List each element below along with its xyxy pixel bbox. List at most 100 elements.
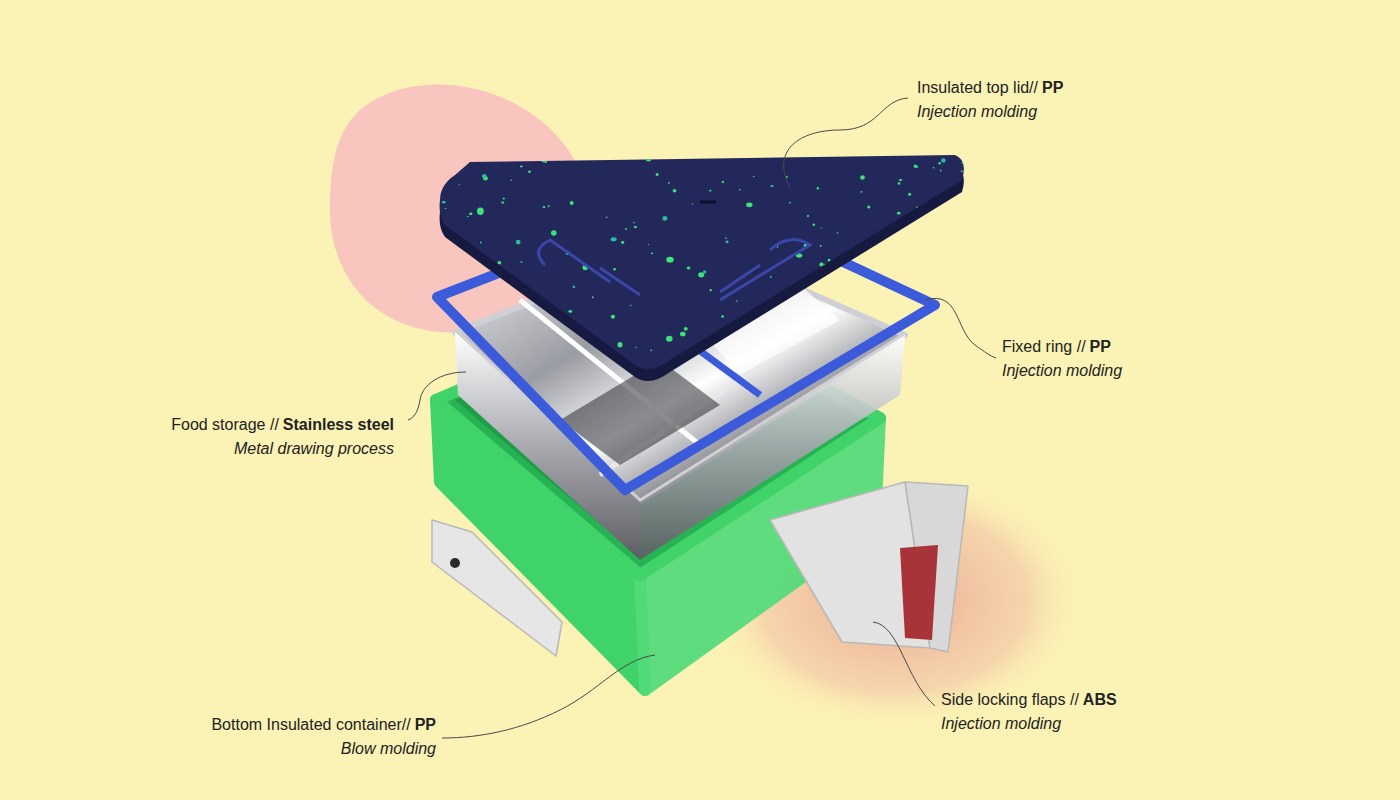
speckle <box>633 222 635 223</box>
speckle <box>950 219 956 224</box>
speckle <box>763 309 766 311</box>
speckle <box>819 263 823 267</box>
speckle <box>898 293 900 295</box>
speckle <box>625 228 627 230</box>
speckle <box>843 299 845 301</box>
speckle <box>866 254 872 258</box>
speckle <box>680 332 686 337</box>
speckle <box>908 193 911 196</box>
speckle <box>932 239 935 241</box>
speckle <box>568 310 572 313</box>
speckle <box>650 349 652 351</box>
callout-text: Injection molding <box>941 712 1117 736</box>
callout-label: Bottom Insulated container// PP Blow moldi… <box>211 713 436 761</box>
speckle <box>503 198 505 200</box>
speckle <box>510 180 512 181</box>
speckle <box>786 288 792 294</box>
speckle <box>904 274 907 277</box>
speckle <box>480 242 482 244</box>
speckle <box>724 338 731 342</box>
speckle <box>467 216 469 217</box>
speckle <box>898 182 901 185</box>
callout-text: PP <box>415 716 436 733</box>
speckle <box>837 232 839 233</box>
speckle <box>457 273 459 275</box>
speckle <box>725 238 727 239</box>
callout-text: Blow molding <box>211 737 436 761</box>
speckle <box>445 208 447 209</box>
speckle <box>841 273 847 279</box>
speckle <box>725 241 728 244</box>
speckle <box>569 338 572 341</box>
speckle <box>709 190 711 192</box>
speckle <box>824 264 828 268</box>
speckle <box>687 266 691 269</box>
callout-label: Insulated top lid//PPInjection molding <box>917 76 1063 124</box>
speckle <box>662 216 667 221</box>
speckle <box>867 327 873 333</box>
speckle <box>606 217 608 218</box>
speckle <box>934 312 938 314</box>
speckle <box>923 301 927 305</box>
speckle <box>592 296 594 298</box>
speckle <box>673 189 677 192</box>
speckle <box>892 322 898 328</box>
speckle <box>440 161 446 167</box>
speckle <box>919 311 924 314</box>
callout-line: Food storage //Stainless steel <box>171 413 394 437</box>
speckle <box>548 205 550 207</box>
speckle <box>684 155 686 156</box>
callout-label: Food storage //Stainless steelMetal draw… <box>171 413 394 461</box>
speckle <box>917 337 920 340</box>
speckle <box>535 362 540 365</box>
speckle <box>772 306 775 309</box>
speckle <box>819 271 821 273</box>
callout-text: Bottom Insulated container// <box>211 716 410 733</box>
speckle <box>710 289 712 291</box>
speckle <box>499 287 501 289</box>
speckle <box>860 175 865 180</box>
speckle <box>817 187 819 190</box>
speckle <box>630 305 632 306</box>
callout-label: Fixed ring //PPInjection molding <box>1002 335 1122 383</box>
speckle <box>739 189 741 190</box>
speckle <box>813 315 818 319</box>
speckle <box>613 268 616 271</box>
speckle <box>621 241 624 244</box>
speckle <box>545 161 547 163</box>
callout-text: Food storage // <box>171 416 279 433</box>
speckle <box>864 300 869 304</box>
speckle <box>721 315 724 317</box>
callout-text: Stainless steel <box>283 416 394 433</box>
speckle <box>792 286 796 288</box>
speckle <box>900 336 908 344</box>
speckle <box>459 184 461 185</box>
speckle <box>651 253 653 255</box>
speckle <box>545 310 547 312</box>
speckle <box>648 244 650 246</box>
speckle <box>941 158 946 162</box>
speckle <box>666 257 674 263</box>
speckle <box>703 270 706 273</box>
callout-line: Bottom Insulated container// PP <box>211 713 436 737</box>
speckle <box>914 165 917 168</box>
callout-text: ABS <box>1083 691 1117 708</box>
speckle <box>867 205 870 208</box>
speckle <box>860 331 862 333</box>
speckle <box>891 290 895 293</box>
speckle <box>774 353 776 354</box>
speckle <box>439 352 441 354</box>
speckle <box>897 212 901 215</box>
speckle <box>666 336 673 342</box>
speckle <box>936 305 938 307</box>
speckle <box>570 342 575 347</box>
speckle <box>880 230 882 231</box>
speckle <box>876 237 880 240</box>
speckle <box>692 203 694 204</box>
speckle <box>753 176 755 177</box>
speckle <box>757 358 759 359</box>
speckle <box>634 226 637 228</box>
speckle <box>940 170 942 172</box>
speckle <box>736 300 738 301</box>
speckle <box>722 181 725 183</box>
